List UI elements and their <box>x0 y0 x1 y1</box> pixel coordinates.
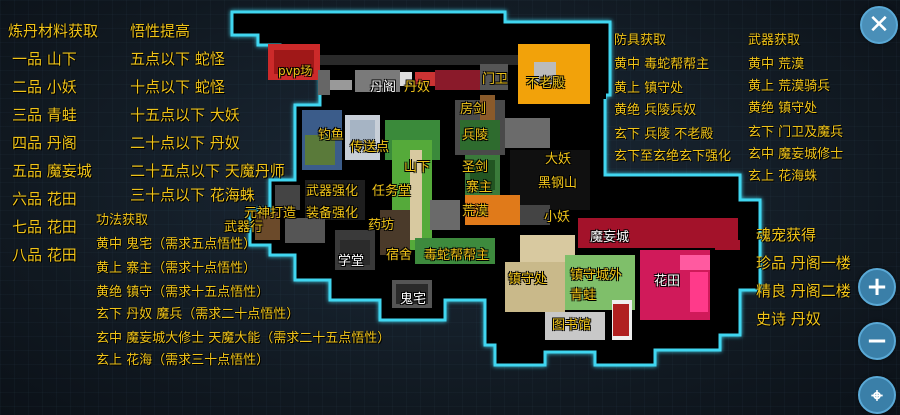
map-label-renwutang[interactable]: 任务堂 <box>372 184 412 199</box>
map-label-heigangshan[interactable]: 黑钢山 <box>538 176 578 191</box>
map-label-chuansong[interactable]: 传送点 <box>350 140 390 155</box>
map-label-dayao[interactable]: 大妖 <box>545 152 572 167</box>
map-label-dushe[interactable]: 毒蛇帮帮主 <box>424 248 490 263</box>
location-pin-icon: ⌖ <box>871 383 883 407</box>
close-icon: ✕ <box>868 10 890 40</box>
map-label-xuetang[interactable]: 学堂 <box>338 254 365 269</box>
map-label-mowangcheng[interactable]: 魔妄城 <box>590 230 630 245</box>
wuqi-item: 玄下 门卫及魔兵 <box>748 125 844 140</box>
wuxing-item: 三十点以下 花海蛛 <box>130 186 255 204</box>
map-label-zhuangbei[interactable]: 装备强化 <box>306 206 359 221</box>
wuqi-item: 黄中 荒漠 <box>748 57 805 72</box>
map-label-pvp[interactable]: pvp场 <box>278 64 313 78</box>
zoom-out-button[interactable]: − <box>858 322 896 360</box>
map-label-suhe[interactable]: 宿舍 <box>386 248 413 263</box>
map-label-yaofang[interactable]: 药坊 <box>368 218 395 233</box>
wuxing-item: 十五点以下 大妖 <box>130 106 240 124</box>
map-label-diaoyu[interactable]: 钓鱼 <box>318 128 345 143</box>
pet-item: 精良 丹阁二楼 <box>756 282 851 300</box>
map-label-fangjian[interactable]: 房剑 <box>460 102 487 117</box>
plus-icon: + <box>866 272 888 302</box>
wuxing-item: 二十点以下 丹奴 <box>130 134 240 152</box>
minus-icon: − <box>866 326 888 356</box>
wuxing-item: 五点以下 蛇怪 <box>130 50 225 68</box>
dange-building[interactable] <box>355 70 400 92</box>
material-item: 五品 魔妄城 <box>12 162 92 180</box>
material-item: 一品 山下 <box>12 50 77 68</box>
gate[interactable] <box>480 64 508 90</box>
map-label-shanxia[interactable]: 山下 <box>404 160 431 175</box>
material-item: 六品 花田 <box>12 190 77 208</box>
zoom-in-button[interactable]: + <box>858 268 896 306</box>
fangju-item: 黄中 毒蛇帮帮主 <box>614 57 710 72</box>
gongfa-item: 玄下 丹奴 魔兵（需求二十点悟性） <box>96 307 300 322</box>
gongfa-item: 玄上 花海（需求三十点悟性） <box>96 353 270 368</box>
map-label-yuanshen[interactable]: 元神打造 <box>244 206 297 221</box>
map-label-xiaoyao[interactable]: 小妖 <box>544 210 571 225</box>
wuqi-item: 玄中 魔妄城修士 <box>748 147 844 162</box>
wuqi-item: 玄上 花海蛛 <box>748 169 818 184</box>
fangju-item: 黄上 镇守处 <box>614 81 684 96</box>
wuqi-title: 武器获取 <box>748 33 801 48</box>
map-label-qingwa[interactable]: 青蛙 <box>570 288 597 303</box>
gongfa-item: 黄上 寨主（需求十点悟性） <box>96 261 257 276</box>
fangju-item: 玄下至玄绝玄下强化 <box>614 149 732 164</box>
map-label-bingling[interactable]: 兵陵 <box>462 128 489 143</box>
material-item: 七品 花田 <box>12 218 77 236</box>
map-label-bulaodian[interactable]: 不老殿 <box>526 76 566 91</box>
fangju-title: 防具获取 <box>614 33 667 48</box>
pet-item: 史诗 丹奴 <box>756 310 821 328</box>
map-label-wuqiqianghua[interactable]: 武器强化 <box>306 184 359 199</box>
map-label-dange[interactable]: 丹阁 <box>370 80 397 95</box>
map-label-shengjian[interactable]: 圣剑 <box>462 160 489 175</box>
map-label-jiaxing[interactable]: 武器行 <box>224 220 264 235</box>
tushuguan-building[interactable] <box>545 312 605 340</box>
gongfa-item: 黄绝 镇守（需求十五点悟性） <box>96 285 270 300</box>
material-title: 炼丹材料获取 <box>8 22 99 40</box>
gongfa-item: 黄中 鬼宅（需求五点悟性） <box>96 237 257 252</box>
material-item: 二品 小妖 <box>12 78 77 96</box>
map-label-tushuguan[interactable]: 图书馆 <box>552 318 592 333</box>
wuqi-item: 黄上 荒漠骑兵 <box>748 79 831 94</box>
pet-title: 魂宠获得 <box>756 226 817 244</box>
wuxing-item: 十点以下 蛇怪 <box>130 78 225 96</box>
dushe-area[interactable] <box>415 238 495 264</box>
wuxing-item: 二十五点以下 天魔丹师 <box>130 162 285 180</box>
gongfa-title: 功法获取 <box>96 213 149 228</box>
map-label-huatian[interactable]: 花田 <box>654 274 681 289</box>
zhenshou-area[interactable] <box>505 262 565 312</box>
wuqi-item: 黄绝 镇守处 <box>748 101 818 116</box>
mowangcheng-area[interactable] <box>578 218 738 248</box>
material-item: 三品 青蛙 <box>12 106 77 124</box>
gongfa-item: 玄中 魔妄城大修士 天魔大能（需求二十五点悟性） <box>96 331 391 346</box>
map-label-huangmo[interactable]: 荒漠 <box>462 204 489 219</box>
close-button[interactable]: ✕ <box>860 6 898 44</box>
map-label-menwei[interactable]: 门卫 <box>482 72 509 87</box>
map-label-guizhai[interactable]: 鬼宅 <box>400 292 427 307</box>
material-item: 四品 丹阁 <box>12 134 77 152</box>
map-label-zhenshou[interactable]: 镇守处 <box>508 272 548 287</box>
wuxing-title: 悟性提高 <box>130 22 191 40</box>
map-label-zhaizhu[interactable]: 寨主 <box>466 180 493 195</box>
fangju-item: 黄绝 兵陵兵奴 <box>614 103 697 118</box>
map-label-zhenshouchengwai[interactable]: 镇守城外 <box>570 268 623 283</box>
locate-button[interactable]: ⌖ <box>858 376 896 414</box>
material-item: 八品 花田 <box>12 246 77 264</box>
fangju-item: 玄下 兵陵 不老殿 <box>614 127 714 142</box>
pet-item: 珍品 丹阁一楼 <box>756 254 851 272</box>
map-label-dannu[interactable]: 丹奴 <box>404 80 431 95</box>
huangmo-area[interactable] <box>465 195 520 225</box>
